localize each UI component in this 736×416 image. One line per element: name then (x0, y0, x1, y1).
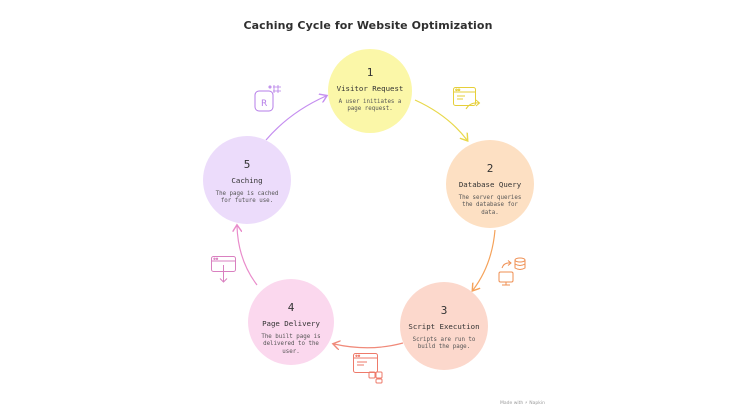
step-name: Page Delivery (262, 319, 320, 328)
cache-database-icon: R (254, 85, 281, 112)
napkin-credit: Made with ⚡ Napkin (500, 401, 545, 406)
step-name: Database Query (458, 180, 522, 189)
step-number: 1 (366, 66, 374, 79)
step-number: 5 (243, 158, 251, 171)
step-description: A user initiates a page request. (338, 99, 402, 113)
step-database-query: 2 Database Query The server queries the … (446, 140, 534, 228)
step-description: Scripts are run to build the page. (412, 337, 476, 351)
step-number: 3 (440, 304, 448, 317)
arrow-4-to-5 (237, 226, 258, 286)
step-page-delivery: 4 Page Delivery The built page is delive… (248, 279, 334, 365)
browser-redirect-icon (453, 87, 481, 110)
arrow-2-to-3 (473, 229, 496, 290)
step-name: Caching (231, 176, 263, 185)
step-number: 4 (287, 301, 295, 314)
step-description: The server queries the database for data… (458, 195, 522, 216)
step-description: The built page is delivered to the user. (261, 334, 321, 355)
step-number: 2 (486, 162, 494, 175)
diagram-title: Caching Cycle for Website Optimization (243, 19, 493, 32)
svg-text:R: R (261, 99, 267, 109)
arrow-3-to-4 (334, 343, 404, 348)
step-visitor-request: 1 Visitor Request A user initiates a pag… (328, 49, 412, 133)
step-script-execution: 3 Script Execution Scripts are run to bu… (400, 282, 488, 370)
database-transfer-icon (498, 257, 526, 286)
step-name: Visitor Request (336, 84, 404, 93)
script-window-icon (353, 353, 383, 384)
step-name: Script Execution (408, 322, 480, 331)
step-caching: 5 Caching The page is cached for future … (203, 136, 291, 224)
download-window-icon (211, 256, 236, 283)
arrow-1-to-2 (414, 99, 467, 140)
arrow-5-to-1 (265, 96, 326, 141)
step-description: The page is cached for future use. (215, 191, 279, 205)
